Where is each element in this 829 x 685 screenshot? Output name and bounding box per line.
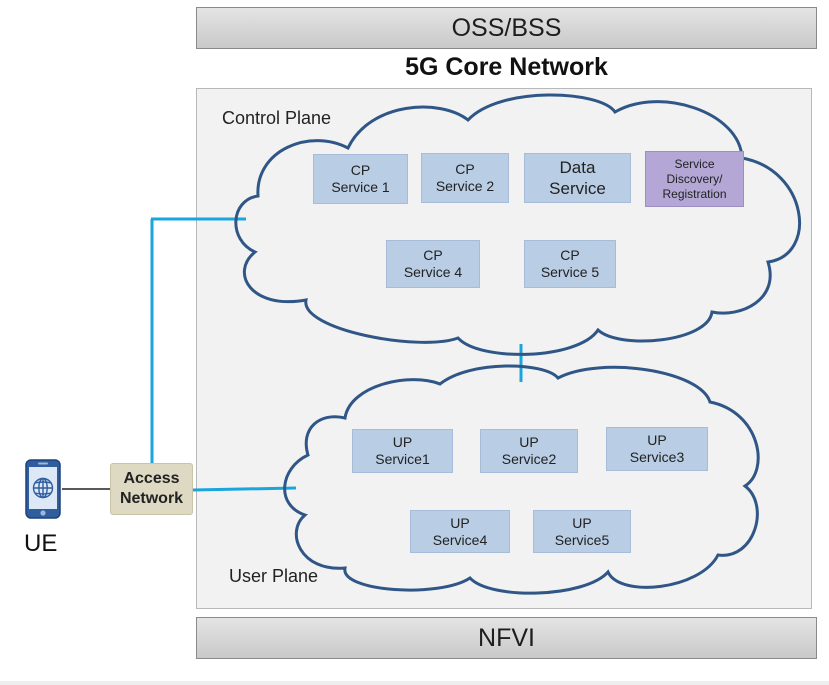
up-service-1: UP Service1 <box>352 429 453 473</box>
access-network-label: Access Network <box>119 470 184 507</box>
data-service: Data Service <box>524 153 631 203</box>
access-network-box: Access Network <box>110 463 193 515</box>
up-service-2-label: UP Service2 <box>501 434 557 467</box>
cp-service-4-label: CP Service 4 <box>403 247 463 280</box>
up-service-4-label: UP Service4 <box>432 514 488 548</box>
nfvi-label: NFVI <box>478 623 535 652</box>
cp-service-5-label: CP Service 5 <box>540 247 600 280</box>
data-service-label: Data Service <box>549 158 606 198</box>
service-discovery-registration: Service Discovery/ Registration <box>645 151 744 207</box>
access-to-up-link <box>192 486 297 492</box>
nfvi-bar: NFVI <box>196 617 817 659</box>
control-plane-label: Control Plane <box>222 108 332 128</box>
up-service-5: UP Service5 <box>533 510 631 553</box>
oss-bss-label: OSS/BSS <box>451 13 562 42</box>
core-network-title: 5G Core Network <box>405 53 608 81</box>
ue-label: UE <box>24 530 58 557</box>
bottom-divider <box>0 681 829 685</box>
up-service-3: UP Service3 <box>606 427 708 471</box>
globe-icon <box>32 477 54 499</box>
cp-service-2-label: CP Service 2 <box>435 161 495 194</box>
up-service-3-label: UP Service3 <box>629 432 685 465</box>
cp-service-1-label: CP Service 1 <box>331 162 390 195</box>
cp-service-4: CP Service 4 <box>386 240 480 288</box>
oss-bss-bar: OSS/BSS <box>196 7 817 49</box>
cp-service-5: CP Service 5 <box>524 240 616 288</box>
up-service-5-label: UP Service5 <box>554 514 610 548</box>
cp-service-1: CP Service 1 <box>313 154 408 204</box>
smartphone-icon <box>25 459 61 519</box>
cp-service-2: CP Service 2 <box>421 153 509 203</box>
up-service-4: UP Service4 <box>410 510 510 553</box>
control-plane-cloud <box>234 93 801 356</box>
up-service-2: UP Service2 <box>480 429 578 473</box>
user-plane-label: User Plane <box>229 566 319 586</box>
service-discovery-registration-label: Service Discovery/ Registration <box>662 156 727 201</box>
up-service-1-label: UP Service1 <box>375 434 430 467</box>
user-plane-cloud <box>283 364 760 595</box>
